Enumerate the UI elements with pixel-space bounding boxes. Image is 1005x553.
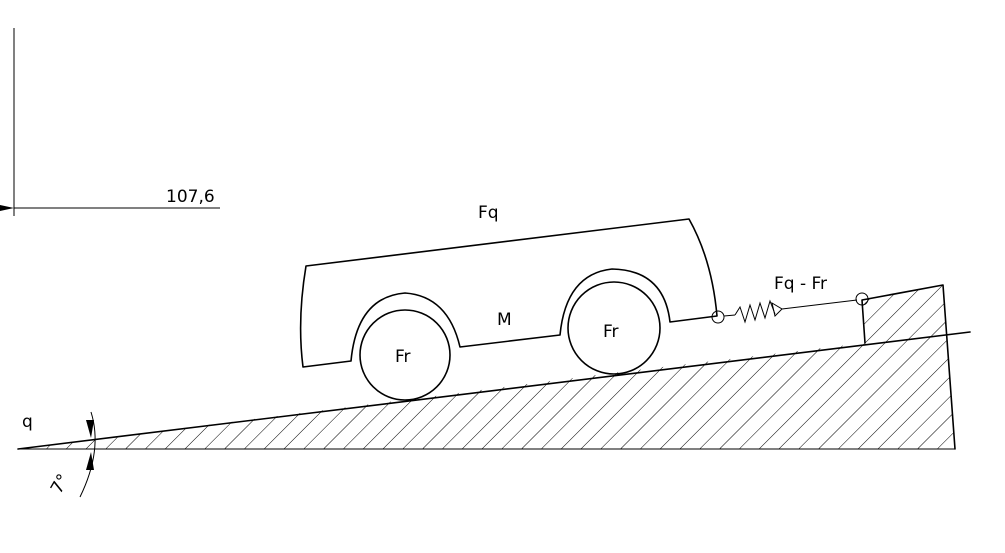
incline-ground — [17, 284, 971, 450]
car-body-outline — [299, 218, 718, 368]
car-pin-joint — [711, 310, 725, 324]
angle-arrow-top-icon — [86, 420, 94, 438]
angle-arrow-bottom-icon — [86, 452, 94, 470]
angle-arc — [79, 411, 96, 498]
dimension-value: 107,6 — [166, 187, 215, 207]
front-wheel-circle — [567, 281, 661, 375]
wall-block-outline — [861, 284, 956, 450]
front-wheel: Fr — [567, 281, 661, 375]
spring-force-label: Fq - Fr — [774, 274, 827, 294]
wall-pin-joint — [855, 292, 869, 306]
rear-wheel-label: Fr — [395, 347, 411, 367]
mass-label: M — [497, 310, 512, 330]
spring-connector: Fq - Fr — [711, 274, 869, 324]
spring-end-arrow-icon — [771, 301, 783, 317]
car-body: Fq M — [299, 203, 718, 368]
dimension-arrow-icon — [0, 205, 14, 211]
rear-wheel-circle — [359, 309, 451, 401]
dimension-marker: 107,6 — [0, 28, 220, 216]
angle-symbol-label: q — [22, 412, 33, 432]
spring-lead-left — [723, 314, 736, 317]
incline-surface-line — [17, 331, 971, 450]
spring-coil — [734, 299, 776, 324]
ground-hatching — [18, 285, 955, 449]
angle-indicator: q 7° — [22, 411, 96, 498]
spring-rod — [781, 299, 858, 310]
front-wheel-label: Fr — [603, 322, 619, 342]
rear-wheel: Fr — [359, 309, 451, 401]
angle-value-label: 7° — [47, 471, 74, 498]
top-force-label: Fq — [478, 203, 499, 223]
